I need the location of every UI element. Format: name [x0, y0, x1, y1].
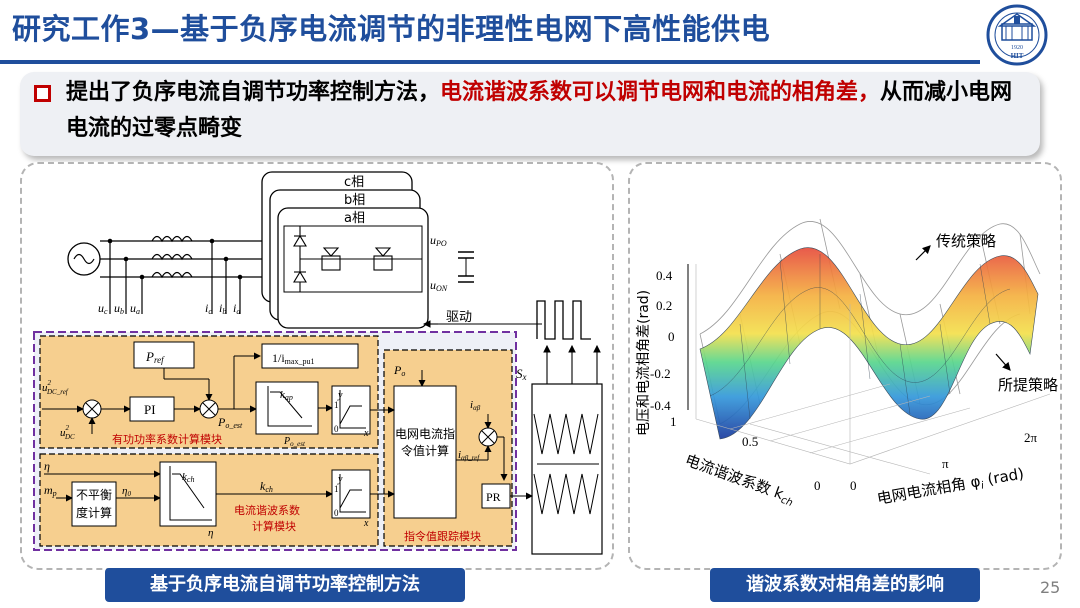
proposed-surface: [699, 247, 1039, 440]
limiter2-x-label: x: [363, 518, 369, 529]
i-ab-ref-label: iαβ_ref: [458, 449, 480, 462]
z-tick-1: 0.2: [656, 298, 672, 313]
po-est-axis-label: Po_est: [283, 436, 306, 448]
po-est-label: Po_est: [217, 415, 243, 430]
callout-text-part1: 提出了负序电流自调节功率控制方法，: [66, 80, 441, 105]
callout-text-part2: 从而减小电网电流的过零点畸变: [66, 80, 1013, 141]
proposed-strategy-label: 所提策略: [998, 376, 1058, 394]
kch-curve-x-label: η: [208, 527, 213, 539]
pi-controller-block: [129, 396, 175, 422]
phase-a-label: a相: [344, 211, 365, 226]
right-figure-caption: 谐波系数对相角差的影响: [710, 568, 980, 602]
eta-input-label: η: [44, 459, 50, 473]
converter-phase-cards: c相 b相 a相 uPO uON: [261, 171, 474, 329]
kch-signal-label: kch: [260, 479, 273, 494]
z-tick-0: 0.4: [656, 268, 673, 283]
phase-b-label: b相: [344, 193, 365, 208]
u-label-c: uc: [98, 301, 108, 316]
control-diagram-panel: uc ub ua ic ib ia c相 b相 a相 uPO uON 驱动: [20, 162, 614, 570]
bullet-square-icon: [34, 85, 51, 102]
inductors: [151, 235, 193, 279]
limiter-block-1: [331, 385, 371, 435]
callout-highlight: 电流谐波系数可以调节电网和电流的相角差，: [440, 80, 881, 105]
limiter1-y-label: y: [337, 390, 343, 401]
drive-label: 驱动: [446, 310, 472, 325]
svg-text:1920: 1920: [1011, 45, 1023, 51]
z-axis-label: 电压和电流相角差(rad): [636, 290, 652, 436]
phi-axis-label: 电网电流相角 φi (rad): [876, 464, 1026, 510]
y-tick-1: π: [942, 456, 949, 471]
node-dots: [107, 238, 243, 280]
control-block-diagram: uc ub ua ic ib ia c相 b相 a相 uPO uON 驱动: [33, 171, 603, 555]
svg-text:HIT: HIT: [1011, 52, 1024, 60]
page-number: 25: [1040, 578, 1061, 597]
unbalance-degree-block: [71, 481, 117, 527]
module1-label: 有功功率系数计算模块: [112, 432, 222, 446]
kap-label: kap: [280, 389, 293, 402]
summary-callout: 提出了负序电流自调节功率控制方法，电流谐波系数可以调节电网和电流的相角差，从而减…: [20, 72, 1040, 156]
grid-current-command-label: 电网电流指令值计算: [394, 427, 455, 458]
pr-controller-block: [481, 483, 511, 509]
title-underline: [0, 60, 980, 64]
limiter-block-2: [331, 469, 371, 519]
university-logo: 1920 HIT: [986, 4, 1048, 66]
page-title: 研究工作3—基于负序电流调节的非理性电网下高性能供电: [12, 12, 771, 46]
carrier-wave: [533, 413, 599, 515]
x-tick-0: 1: [670, 414, 677, 429]
module2-label-line2: 计算模块: [252, 519, 296, 533]
kch-curve-block: [159, 461, 217, 527]
imax-block: [261, 343, 359, 369]
pr-label: PR: [486, 490, 501, 504]
floor-grid: [695, 264, 1051, 475]
x-tick-1: 0.5: [742, 434, 758, 449]
p-ref-label: Pref: [145, 349, 165, 365]
y-tick-2: 2π: [1024, 430, 1038, 445]
limiter1-x-label: x: [363, 428, 369, 439]
grid-current-command-block: [393, 385, 457, 519]
left-figure-caption: 基于负序电流自调节功率控制方法: [105, 568, 465, 602]
traditional-strategy-label: 传统策略: [936, 232, 996, 250]
callout-text: 提出了负序电流自调节功率控制方法，电流谐波系数可以调节电网和电流的相角差，从而减…: [66, 75, 1026, 147]
limiter1-one-label: 1: [334, 400, 339, 410]
ac-source: [67, 242, 101, 276]
pwm-generator-block: [531, 383, 603, 555]
kap-curve-block: [255, 381, 319, 435]
phase-angle-surface-chart: 0.4 0.2 0 -0.2 -0.4 电压和电流相角差(rad) 传统策略 所…: [636, 218, 1058, 510]
mp-label: mp: [44, 483, 57, 498]
limiter2-zero-label: 0: [334, 508, 339, 518]
module3-label: 指令值跟踪模块: [404, 529, 481, 543]
p-ref-block: [133, 341, 195, 369]
z-tick-4: -0.4: [650, 398, 671, 413]
phase-angle-chart-panel: 0.4 0.2 0 -0.2 -0.4 电压和电流相角差(rad) 传统策略 所…: [628, 162, 1062, 570]
module2-label-line1: 电流谐波系数: [234, 503, 300, 517]
kch-axis-label: 电流谐波系数 kch: [682, 451, 797, 509]
limiter1-zero-label: 0: [334, 424, 339, 434]
u-po-label: uPO: [430, 233, 447, 248]
po-label: Po: [393, 363, 405, 378]
u-on-label: uON: [430, 278, 448, 293]
imax-label: 1/imax_pu1: [272, 351, 314, 366]
i-ab-label: iαβ: [470, 399, 481, 412]
pi-label: PI: [144, 402, 156, 417]
limiter2-one-label: 1: [334, 484, 339, 494]
unbalance-degree-label: 不平衡度计算: [75, 488, 112, 520]
i-label-b: ib: [219, 301, 226, 316]
i-label-c: ic: [205, 301, 212, 316]
sx-label: Sx: [516, 366, 527, 382]
z-tick-3: -0.2: [650, 366, 671, 381]
i-label-a: ia: [233, 301, 240, 316]
u-label-b: ub: [114, 301, 124, 316]
limiter2-y-label: y: [337, 474, 343, 485]
u-label-a: ua: [130, 301, 140, 316]
three-phase-lines: [100, 240, 262, 314]
x-tick-2: 0: [814, 478, 821, 493]
pwm-pulses: [536, 300, 591, 340]
kch-curve-label: kch: [182, 471, 194, 484]
eta0-label: η0: [122, 485, 131, 498]
z-tick-2: 0: [668, 329, 675, 344]
y-tick-0: 0: [850, 478, 857, 493]
phase-c-label: c相: [344, 175, 364, 190]
